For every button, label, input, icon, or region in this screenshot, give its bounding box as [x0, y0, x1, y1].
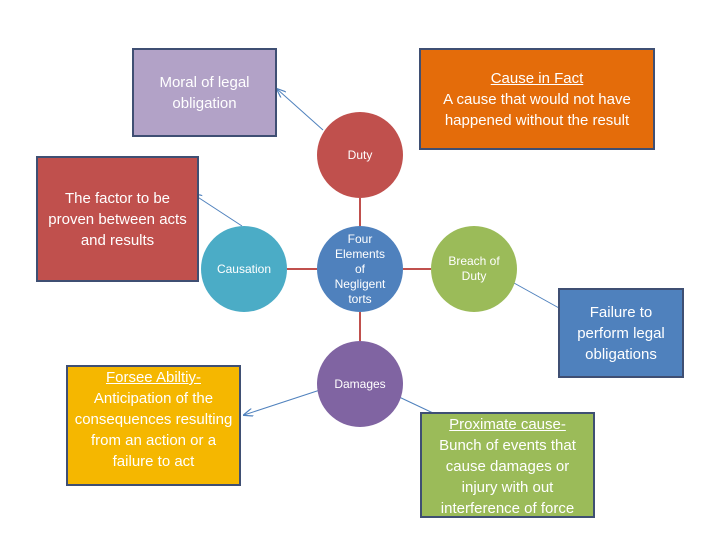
breach-node-label: Breach of Duty [448, 254, 500, 283]
moral-obligation-box: Moral of legal obligation [132, 48, 277, 137]
duty-node: Duty [317, 112, 403, 198]
factor-text: The factor to be proven between acts and… [48, 189, 187, 249]
arrow-duty-to-moral [277, 89, 324, 131]
center-node: Four Elements of Negligent torts [317, 226, 403, 312]
cause-in-fact-box: Cause in Fact A cause that would not hav… [419, 48, 655, 150]
moral-obligation-text: Moral of legal obligation [159, 73, 250, 112]
breach-node: Breach of Duty [431, 226, 517, 312]
damages-node-label: Damages [334, 376, 386, 391]
arrow-causation-to-factor [193, 194, 243, 227]
proximate-cause-box: Proximate cause- Bunch of events that ca… [420, 412, 595, 518]
cause-in-fact-heading: Cause in Fact [490, 69, 584, 87]
foreseeability-box: Forsee Abiltiy- Anticipation of the cons… [66, 365, 241, 486]
failure-box: Failure to perform legal obligations [558, 288, 684, 378]
foreseeability-heading: Forsee Abiltiy- [105, 369, 202, 386]
arrow-damages-to-foreseeability [244, 389, 321, 415]
cause-in-fact-text: A cause that would not have happened wit… [443, 90, 631, 129]
causation-node-label: Causation [216, 261, 272, 276]
causation-node: Causation [201, 226, 287, 312]
duty-node-label: Duty [347, 147, 373, 162]
damages-node: Damages [317, 341, 403, 427]
link-breach-to-failure [513, 282, 560, 309]
proximate-cause-heading: Proximate cause- [449, 416, 566, 433]
failure-text: Failure to perform legal obligations [577, 303, 665, 363]
proximate-cause-text: Bunch of events that cause damages or in… [439, 437, 576, 517]
foreseeability-text: Anticipation of the consequences resulti… [74, 390, 233, 470]
center-node-label: Four Elements of Negligent torts [334, 231, 386, 306]
factor-box: The factor to be proven between acts and… [36, 156, 199, 282]
